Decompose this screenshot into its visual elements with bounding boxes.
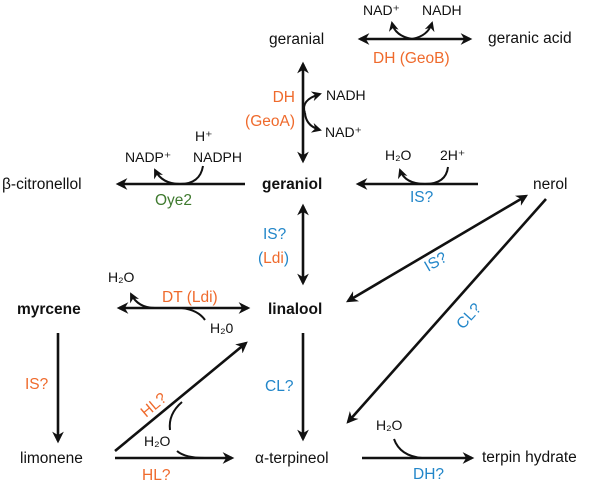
compound-limonene: limonene — [20, 450, 83, 467]
enzyme-cl-nerol-terpineol: CL? — [453, 300, 485, 333]
cofactor-h2o-dt-in: H₂0 — [210, 320, 234, 336]
enzyme-is-geraniol-linalool: IS? — [263, 226, 287, 243]
compound-linalool: linalool — [268, 301, 322, 318]
curl-line-hl-horiz — [176, 450, 206, 459]
cofactor-h2o-terpin: H₂O — [376, 417, 403, 433]
compound-geranial: geranial — [269, 31, 324, 48]
curl-arrow-geoa-nadh — [303, 91, 322, 114]
cofactor-h2o-hl: H₂O — [144, 433, 171, 449]
compound-terpin-hydrate: terpin hydrate — [482, 449, 577, 466]
enzyme-hl-limonene-linalool: HL? — [138, 390, 171, 422]
compound-citronellol: β-citronellol — [2, 176, 82, 193]
curl-arrow-is-nerol — [397, 166, 449, 186]
enzyme-ldi: (Ldi) — [258, 250, 289, 267]
curl-arrow-dt-out — [130, 292, 156, 309]
cofactor-nad-geoa: NAD⁺ — [325, 124, 362, 140]
curl-arrow-nadh — [411, 21, 435, 40]
enzyme-dh-terpin: DH? — [413, 466, 444, 483]
arrow-nerol-linalool — [345, 194, 529, 303]
arrow-limonene-linalool — [114, 341, 248, 453]
ldi-open-paren: ( — [258, 250, 264, 267]
enzyme-oye2: Oye2 — [155, 192, 192, 209]
cofactor-h: H⁺ — [195, 128, 213, 144]
compound-geranic-acid: geranic acid — [488, 30, 572, 47]
enzyme-geoa: (GeoA) — [245, 113, 295, 130]
cofactor-h2o-nerol: H₂O — [385, 147, 412, 163]
enzyme-is-nerol-linalool: IS? — [422, 249, 451, 276]
arrow-nerol-terpineol — [346, 198, 547, 424]
curl-line-hl-diag — [168, 401, 183, 431]
curl-line-dh-terpin — [393, 438, 423, 459]
enzyme-dh-geoa: DH — [273, 89, 295, 106]
enzyme-cl-linalool-terpineol: CL? — [265, 378, 294, 395]
compound-nerol: nerol — [533, 176, 567, 193]
curl-arrow-nad — [388, 21, 413, 40]
curl-line-dt-in — [181, 307, 206, 321]
enzyme-hl-limonene-terpineol: HL? — [142, 467, 171, 484]
enzyme-dt-ldi: DT (Ldi) — [162, 289, 218, 306]
enzyme-geob: DH (GeoB) — [373, 50, 450, 67]
curl-arrow-geoa-nad — [304, 112, 322, 133]
cofactor-nadp: NADP⁺ — [125, 149, 171, 165]
enzyme-is-myrcene-limonene: IS? — [25, 376, 49, 393]
cofactor-2h: 2H⁺ — [440, 147, 465, 163]
compound-terpineol: α-terpineol — [255, 450, 329, 467]
compound-myrcene: myrcene — [17, 301, 81, 318]
enzyme-is-nerol-geraniol: IS? — [410, 189, 434, 206]
compound-geraniol: geraniol — [262, 176, 322, 193]
cofactor-nadh-geoa: NADH — [326, 87, 366, 103]
cofactor-h2o-dt-out: H₂O — [108, 269, 135, 285]
ldi-label: Ldi — [263, 250, 284, 267]
cofactor-nadph: NADPH — [193, 149, 242, 165]
cofactor-nadh: NADH — [422, 2, 462, 18]
ldi-close-paren: ) — [284, 250, 289, 267]
cofactor-nad: NAD⁺ — [363, 2, 400, 18]
curl-arrow-oye2 — [154, 165, 204, 186]
